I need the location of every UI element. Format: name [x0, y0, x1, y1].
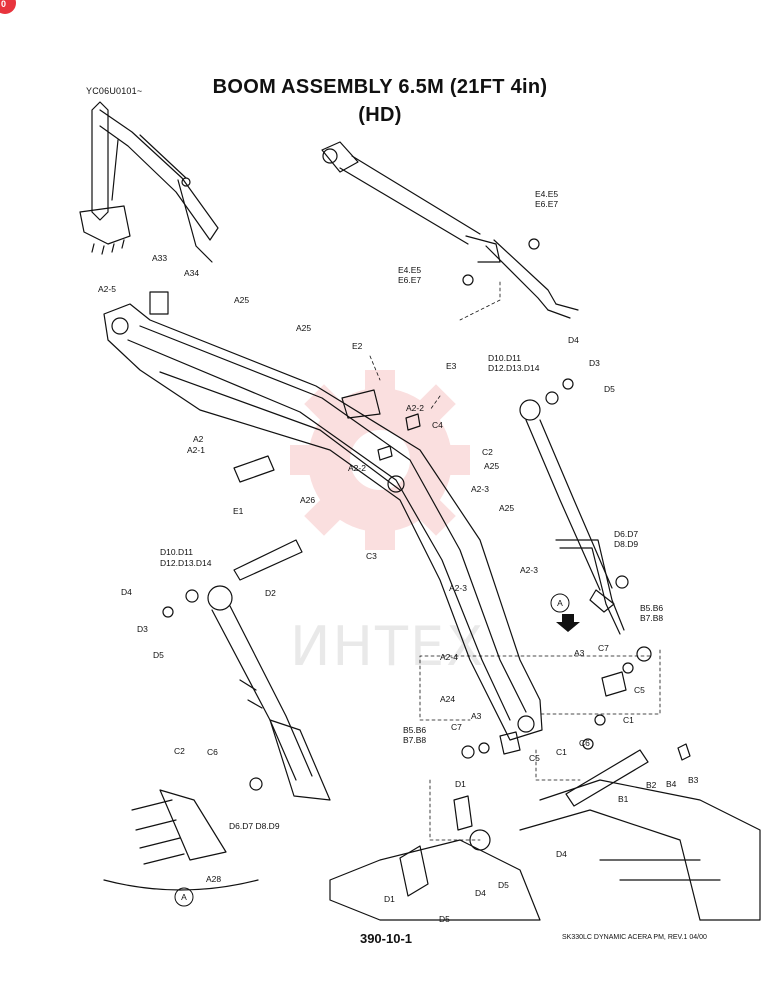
- callout-e1: E1: [233, 506, 244, 516]
- callout-d1-upper: D1: [455, 779, 466, 789]
- watermark: ИНТЕХ: [290, 370, 485, 678]
- page-title: BOOM ASSEMBLY 6.5M (21FT 4in): [212, 76, 548, 98]
- callout-c3: C3: [366, 551, 377, 561]
- boom-cylinder-left: [207, 585, 331, 801]
- callout-a3-left: A3: [471, 711, 482, 721]
- callout-a2-5: A2-5: [98, 284, 116, 294]
- callout-b5-left-1: B5.B6: [403, 725, 426, 735]
- callout-d5-lower: D5: [498, 880, 509, 890]
- callout-a2-2-upper: A2-2: [406, 403, 424, 413]
- callout-e4-upper-2: E6.E7: [535, 199, 558, 209]
- callout-c2-upper: C2: [482, 447, 493, 457]
- boom-body: [103, 291, 543, 741]
- callout-b1: B1: [618, 794, 629, 804]
- boom-cylinder-right: [519, 399, 625, 635]
- callout-e3: E3: [446, 361, 457, 371]
- callout-a2-1: A2-1: [187, 445, 205, 455]
- pins: [233, 455, 649, 897]
- callout-c5-left: C5: [529, 753, 540, 763]
- callout-c7-right: C7: [598, 643, 609, 653]
- callout-d5-bottom: D5: [439, 914, 450, 924]
- callout-a25-4: A25: [499, 503, 514, 513]
- callout-d5-right: D5: [604, 384, 615, 394]
- callout-a2-4: A2-4: [440, 652, 458, 662]
- callout-e4-upper-1: E4.E5: [535, 189, 558, 199]
- callout-a2-3-right: A2-3: [520, 565, 538, 575]
- callout-view-a: A: [557, 598, 563, 608]
- callout-a34: A34: [184, 268, 199, 278]
- page-number: 390-10-1: [359, 931, 413, 946]
- view-arrow-icon: [556, 614, 580, 632]
- callout-a24: A24: [440, 694, 455, 704]
- callout-a2-3-left: A2-3: [449, 583, 467, 593]
- callout-d4-left: D4: [121, 587, 132, 597]
- callout-a25-3: A25: [484, 461, 499, 471]
- callout-d1-lower: D1: [384, 894, 395, 904]
- callout-a2: A2: [193, 434, 204, 444]
- callout-a26: A26: [300, 495, 315, 505]
- callout-b5-right-1: B5.B6: [640, 603, 663, 613]
- upper-frame: [329, 779, 761, 921]
- callout-b4: B4: [666, 779, 677, 789]
- detail-a-circle: [174, 887, 194, 907]
- excavator-overview-sketch: [79, 101, 219, 263]
- watermark-text: ИНТЕХ: [290, 615, 485, 678]
- drawing-code: YC06U0101~: [86, 86, 143, 96]
- callout-d6-right-1: D6.D7: [614, 529, 638, 539]
- callout-b5-right-2: B7.B8: [640, 613, 663, 623]
- callout-e4-lower-2: E6.E7: [398, 275, 421, 285]
- callout-e2: E2: [352, 341, 363, 351]
- callout-a33: A33: [152, 253, 167, 263]
- callout-labels: A33 A34 A2-5 A25 A25 A25 A25 A2 A2-1 E2 …: [98, 189, 699, 924]
- callout-b5-left-2: B7.B8: [403, 735, 426, 745]
- callout-d4-right: D4: [568, 335, 579, 345]
- callout-c2-detail: C2: [174, 746, 185, 756]
- revision-note: SK330LC DYNAMIC ACERA PM, REV.1 04/00: [562, 934, 707, 941]
- small-parts: [162, 238, 691, 791]
- callout-d2: D2: [265, 588, 276, 598]
- detail-a-frame: [103, 789, 259, 891]
- callout-b2: B2: [646, 780, 657, 790]
- leader-lines: [369, 281, 661, 841]
- callout-d12-right: D12.D13.D14: [488, 363, 540, 373]
- callout-d5-left: D5: [153, 650, 164, 660]
- arm-cylinder: [321, 141, 579, 319]
- callout-d12-left: D12.D13.D14: [160, 558, 212, 568]
- callout-d10-right: D10.D11: [488, 353, 521, 363]
- callout-e4-lower-1: E4.E5: [398, 265, 421, 275]
- callout-c1-left: C1: [556, 747, 567, 757]
- callout-a28: A28: [206, 874, 221, 884]
- callout-d3-right: D3: [589, 358, 600, 368]
- callout-a3-right: A3: [574, 648, 585, 658]
- callout-b3: B3: [688, 775, 699, 785]
- callout-a25-1: A25: [234, 295, 249, 305]
- corner-badge: 0: [0, 0, 16, 14]
- callout-d3-left: D3: [137, 624, 148, 634]
- callout-a25-2: A25: [296, 323, 311, 333]
- callout-detail-a: A: [181, 892, 187, 902]
- callout-c6-lower: C6: [579, 738, 590, 748]
- callout-c7-left: C7: [451, 722, 462, 732]
- callout-d6-left: D6.D7 D8.D9: [229, 821, 280, 831]
- callout-c1-right: C1: [623, 715, 634, 725]
- callout-c6-detail: C6: [207, 747, 218, 757]
- view-a-circle: [550, 593, 570, 613]
- callout-c4: C4: [432, 420, 443, 430]
- callout-a2-2-lower: A2-2: [348, 463, 366, 473]
- callout-d10-left: D10.D11: [160, 547, 193, 557]
- callout-a2-3-top: A2-3: [471, 484, 489, 494]
- callout-d4-lower-right: D4: [556, 849, 567, 859]
- page-subtitle: (HD): [358, 104, 402, 126]
- callout-c5-right: C5: [634, 685, 645, 695]
- callout-d4-lower: D4: [475, 888, 486, 898]
- callout-d6-right-2: D8.D9: [614, 539, 638, 549]
